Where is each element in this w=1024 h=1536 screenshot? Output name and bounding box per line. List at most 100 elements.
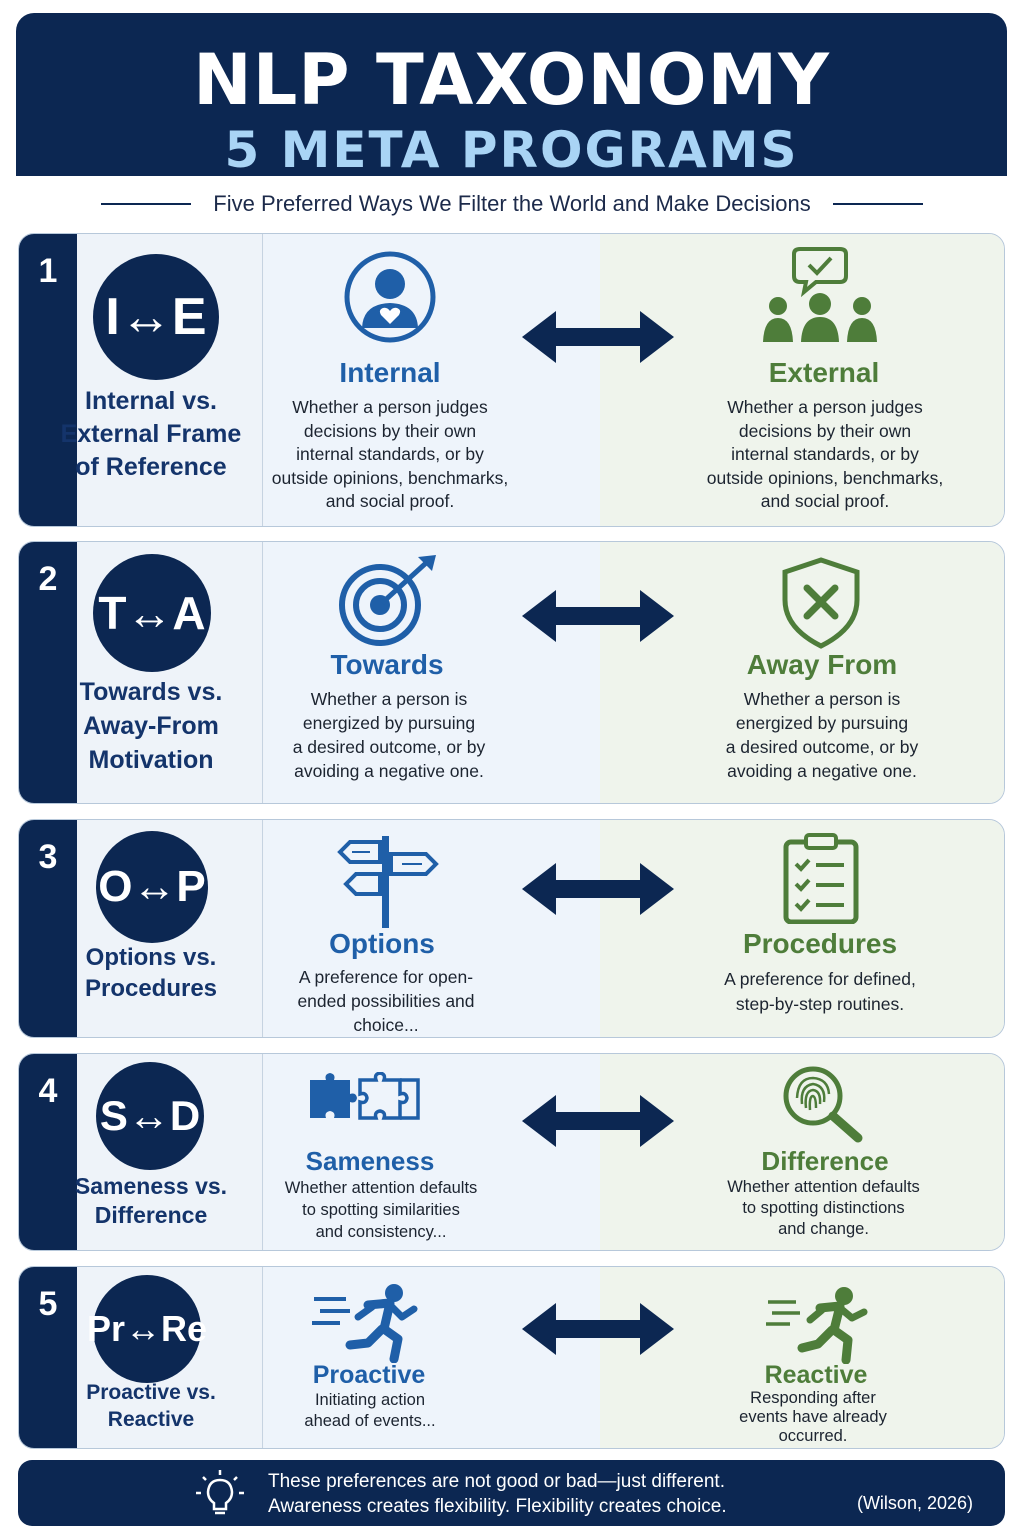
program-name-line: Options vs. <box>85 944 217 971</box>
program-badge: I↔E <box>93 254 219 380</box>
footer-line-1: These preferences are not good or bad—ju… <box>268 1471 725 1492</box>
program-name-line: External Frame <box>60 420 242 448</box>
signpost-icon <box>337 836 439 928</box>
desc-line: occurred. <box>778 1427 848 1445</box>
footer-message: These preferences are not good or bad—ju… <box>268 1469 727 1519</box>
program-name-line: Internal vs. <box>85 387 217 415</box>
program-name: Proactive vs. Reactive <box>58 1379 244 1433</box>
option-title-proactive: Proactive <box>312 1361 426 1389</box>
fingerprint-magnifier-icon <box>783 1066 863 1143</box>
desc-line: ahead of events... <box>304 1412 436 1430</box>
desc-line: and consistency... <box>315 1223 447 1241</box>
desc-line: to spotting distinctions <box>742 1199 905 1217</box>
desc-line: Responding after <box>750 1389 876 1407</box>
option-description: Whether a person is energized by pursuin… <box>697 687 947 783</box>
desc-line: A preference for defined, <box>724 969 916 989</box>
group-speech-check-icon <box>763 247 877 342</box>
footer-line-2: Awareness creates flexibility. Flexibili… <box>268 1496 727 1517</box>
right-option-panel <box>600 1267 1004 1448</box>
runner-responding-icon <box>766 1287 868 1364</box>
program-name-line: Proactive vs. <box>86 1381 216 1404</box>
program-name-line: Reactive <box>107 1408 195 1431</box>
left-option-panel <box>264 542 600 803</box>
person-heart-icon <box>344 251 436 343</box>
program-name: Sameness vs. Difference <box>58 1172 244 1230</box>
row-number: 2 <box>38 560 58 598</box>
double-arrow-icon <box>522 590 674 642</box>
program-badge: Pr↔Re <box>87 1275 207 1383</box>
option-title-sameness: Sameness <box>305 1146 435 1176</box>
desc-line: energized by pursuing <box>735 713 909 733</box>
program-name-line: Procedures <box>84 975 218 1002</box>
option-description: Initiating action ahead of events... <box>245 1390 495 1432</box>
desc-line: A preference for open- <box>298 967 474 987</box>
option-title-towards: Towards <box>330 649 444 680</box>
option-description: Whether attention defaults to spotting d… <box>696 1177 951 1240</box>
option-title-internal: Internal <box>339 357 441 388</box>
desc-line: and change. <box>778 1220 869 1238</box>
desc-line: events have already <box>739 1408 887 1426</box>
option-title-options: Options <box>329 928 435 959</box>
desc-line: Whether a person is <box>743 689 901 709</box>
desc-line: to spotting similarities <box>302 1201 460 1219</box>
program-name-line: Sameness vs. <box>74 1173 228 1199</box>
desc-line: and social proof. <box>760 491 890 511</box>
program-name: Options vs. Procedures <box>58 942 244 1004</box>
tagline-row: Five Preferred Ways We Filter the World … <box>76 184 948 224</box>
desc-line: choice... <box>353 1015 419 1035</box>
page-subtitle: 5 META PROGRAMS <box>224 121 799 179</box>
program-name: Internal vs. External Frame of Reference <box>58 385 244 484</box>
program-name-line: Difference <box>94 1202 208 1228</box>
option-title-procedures: Procedures <box>742 928 898 959</box>
option-description: A preference for defined, step-by-step r… <box>695 967 945 1017</box>
desc-line: Initiating action <box>314 1391 426 1409</box>
row-number-strip <box>19 1267 77 1448</box>
desc-line: Whether a person judges <box>292 397 488 417</box>
divider-left <box>101 203 192 205</box>
puzzle-pieces-icon <box>310 1072 420 1120</box>
desc-line: a desired outcome, or by <box>292 737 486 757</box>
desc-line: internal standards, or by <box>296 444 484 464</box>
row-number: 5 <box>38 1285 58 1323</box>
tagline: Five Preferred Ways We Filter the World … <box>213 191 811 216</box>
row-number: 3 <box>38 838 58 876</box>
double-arrow-icon <box>522 863 674 915</box>
clipboard-checklist-icon <box>783 833 859 924</box>
row-number-strip <box>19 542 77 803</box>
meta-program-row-3: 3 <box>18 819 1005 1038</box>
right-option-panel <box>600 542 1004 803</box>
desc-line: decisions by their own <box>738 420 912 441</box>
double-arrow-icon <box>522 1095 674 1147</box>
right-option-panel <box>600 1054 1004 1250</box>
option-description: Responding after events have already occ… <box>688 1389 938 1446</box>
option-description: A preference for open- ended possibiliti… <box>261 965 511 1037</box>
desc-line: Whether attention defaults <box>284 1179 478 1197</box>
desc-line: step-by-step routines. <box>735 994 905 1014</box>
option-title-external: External <box>768 357 880 388</box>
program-badge: T↔A <box>93 554 211 672</box>
program-name-line: Towards vs. <box>79 678 223 706</box>
option-description: Whether attention defaults to spotting s… <box>256 1177 506 1243</box>
shield-x-icon <box>782 557 860 649</box>
program-name: Towards vs. Away-From Motivation <box>58 675 244 777</box>
desc-line: a desired outcome, or by <box>725 737 919 757</box>
desc-line: avoiding a negative one. <box>727 761 917 781</box>
row-number: 1 <box>38 252 58 290</box>
row-number-strip <box>19 234 77 526</box>
option-description: Whether a person judges decisions by the… <box>700 396 950 514</box>
desc-line: internal standards, or by <box>731 444 919 464</box>
row-number-strip <box>19 820 77 1037</box>
left-option-panel <box>264 820 600 1037</box>
option-title-away-from: Away From <box>746 649 898 680</box>
desc-line: outside opinions, benchmarks, <box>271 467 509 488</box>
footer-banner: These preferences are not good or bad—ju… <box>18 1460 1005 1526</box>
option-description: Whether a person judges decisions by the… <box>265 396 515 514</box>
program-badge: S↔D <box>96 1062 204 1170</box>
footer-citation: (Wilson, 2026) <box>856 1493 973 1513</box>
option-title-reactive: Reactive <box>764 1361 868 1389</box>
program-badge: O↔P <box>96 831 208 943</box>
option-title-difference: Difference <box>761 1146 889 1176</box>
desc-line: and social proof. <box>325 491 455 511</box>
program-name-line: of Reference <box>75 453 227 481</box>
running-person-icon <box>312 1284 418 1363</box>
